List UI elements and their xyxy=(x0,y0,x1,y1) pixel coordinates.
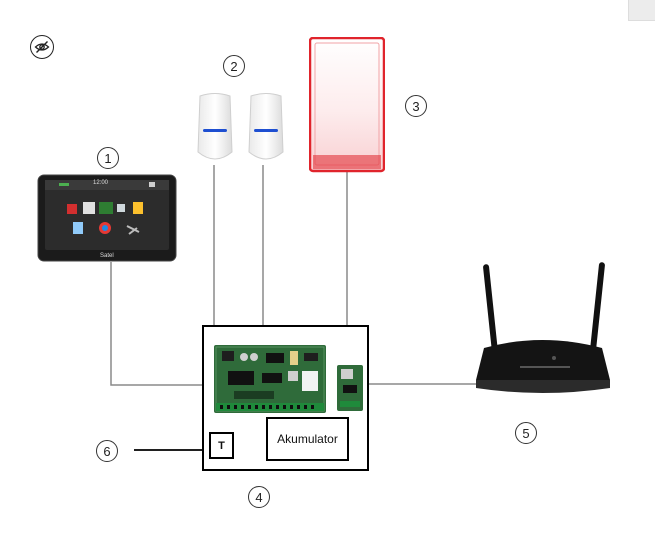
ethernet-module-board xyxy=(337,365,363,411)
battery-box: Akumulator xyxy=(266,417,349,461)
outdoor-siren xyxy=(308,36,386,173)
marker-1: 1 xyxy=(97,147,119,169)
marker-6: 6 xyxy=(96,440,118,462)
tamper-switch-box: T xyxy=(209,432,234,459)
marker-2: 2 xyxy=(223,55,245,77)
tamper-label: T xyxy=(218,439,225,452)
marker-3: 3 xyxy=(405,95,427,117)
marker-4: 4 xyxy=(248,486,270,508)
keypad-cable xyxy=(110,262,204,386)
control-panel-board xyxy=(214,345,326,413)
motion-detector xyxy=(192,92,238,166)
battery-label: Akumulator xyxy=(277,432,338,446)
keypad-brand: Satel xyxy=(100,253,114,259)
control-box: T Akumulator xyxy=(202,325,369,471)
keypad-time: 12:00 xyxy=(93,180,109,186)
marker-5: 5 xyxy=(515,422,537,444)
eye-off-icon[interactable] xyxy=(30,35,54,59)
motion-detector xyxy=(243,92,289,166)
router-device xyxy=(470,262,615,404)
corner-button[interactable] xyxy=(628,0,655,21)
keypad-device: 12:00 Satel xyxy=(37,174,177,264)
